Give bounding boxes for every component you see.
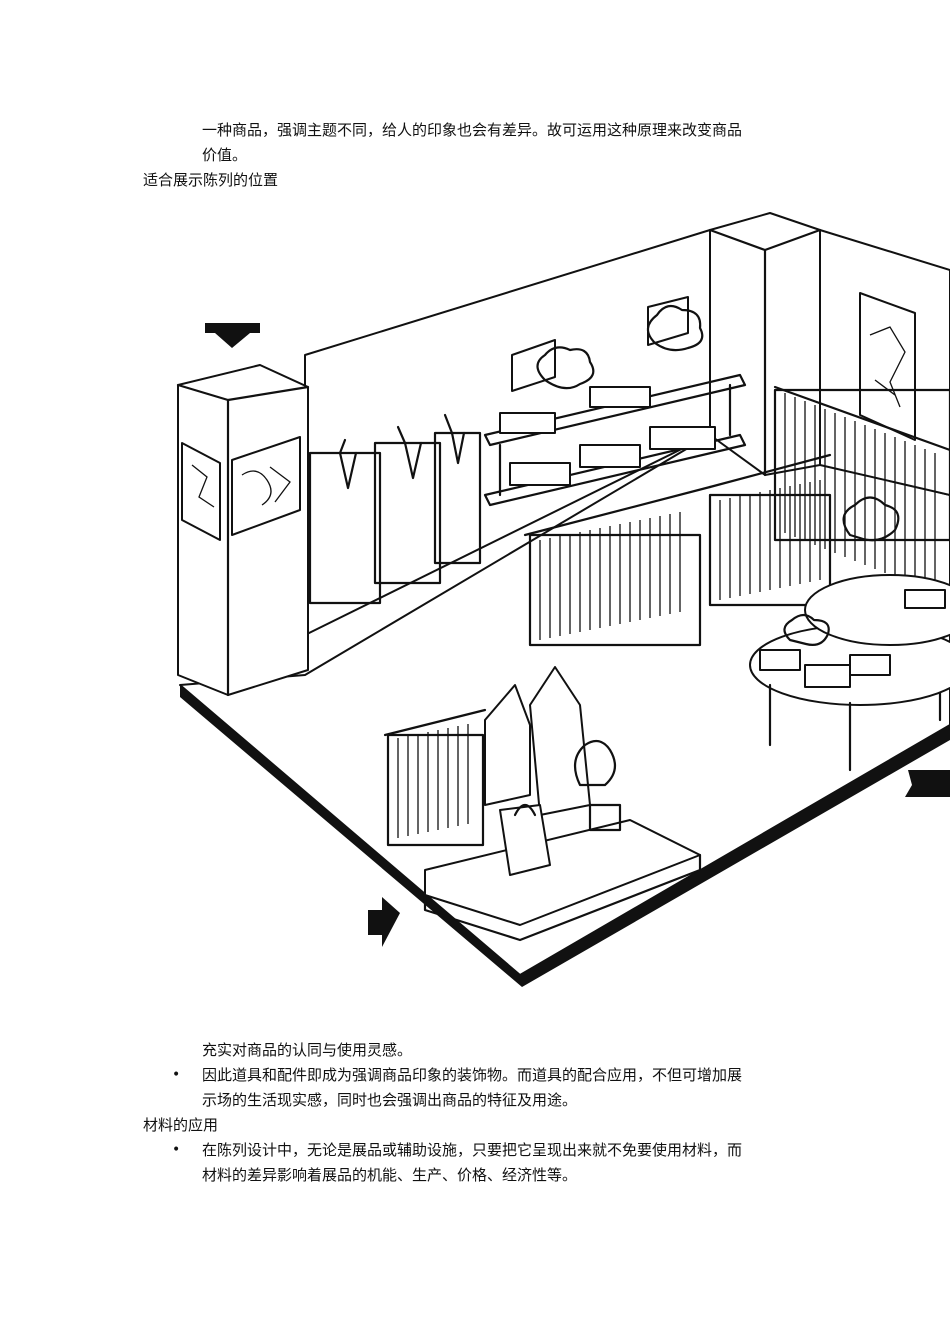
bullet-marker: • bbox=[172, 1067, 181, 1083]
bullet-item-props-line-2: 示场的生活现实感，同时也会强调出商品的特征及用途。 bbox=[202, 1091, 578, 1109]
bullet-item-materials-line-2: 材料的差异影响着展品的机能、生产、价格、经济性等。 bbox=[202, 1166, 578, 1184]
paragraph-line: 充实对商品的认同与使用灵感。 bbox=[202, 1041, 413, 1059]
bullet-item-props-line-1: 因此道具和配件即成为强调商品印象的装饰物。而道具的配合应用，不但可增加展 bbox=[202, 1066, 743, 1084]
store-interior-illustration bbox=[170, 205, 950, 995]
bullet-item-materials-line-1: 在陈列设计中，无论是展品或辅助设施，只要把它呈现出来就不免要使用材料，而 bbox=[202, 1141, 743, 1159]
section-heading-materials: 材料的应用 bbox=[143, 1116, 219, 1134]
bullet-marker: • bbox=[172, 1142, 181, 1158]
intro-line-2: 价值。 bbox=[202, 146, 248, 164]
intro-line-1: 一种商品，强调主题不同，给人的印象也会有差异。故可运用这种原理来改变商品 bbox=[202, 121, 743, 139]
section-heading-display-position: 适合展示陈列的位置 bbox=[143, 171, 279, 189]
